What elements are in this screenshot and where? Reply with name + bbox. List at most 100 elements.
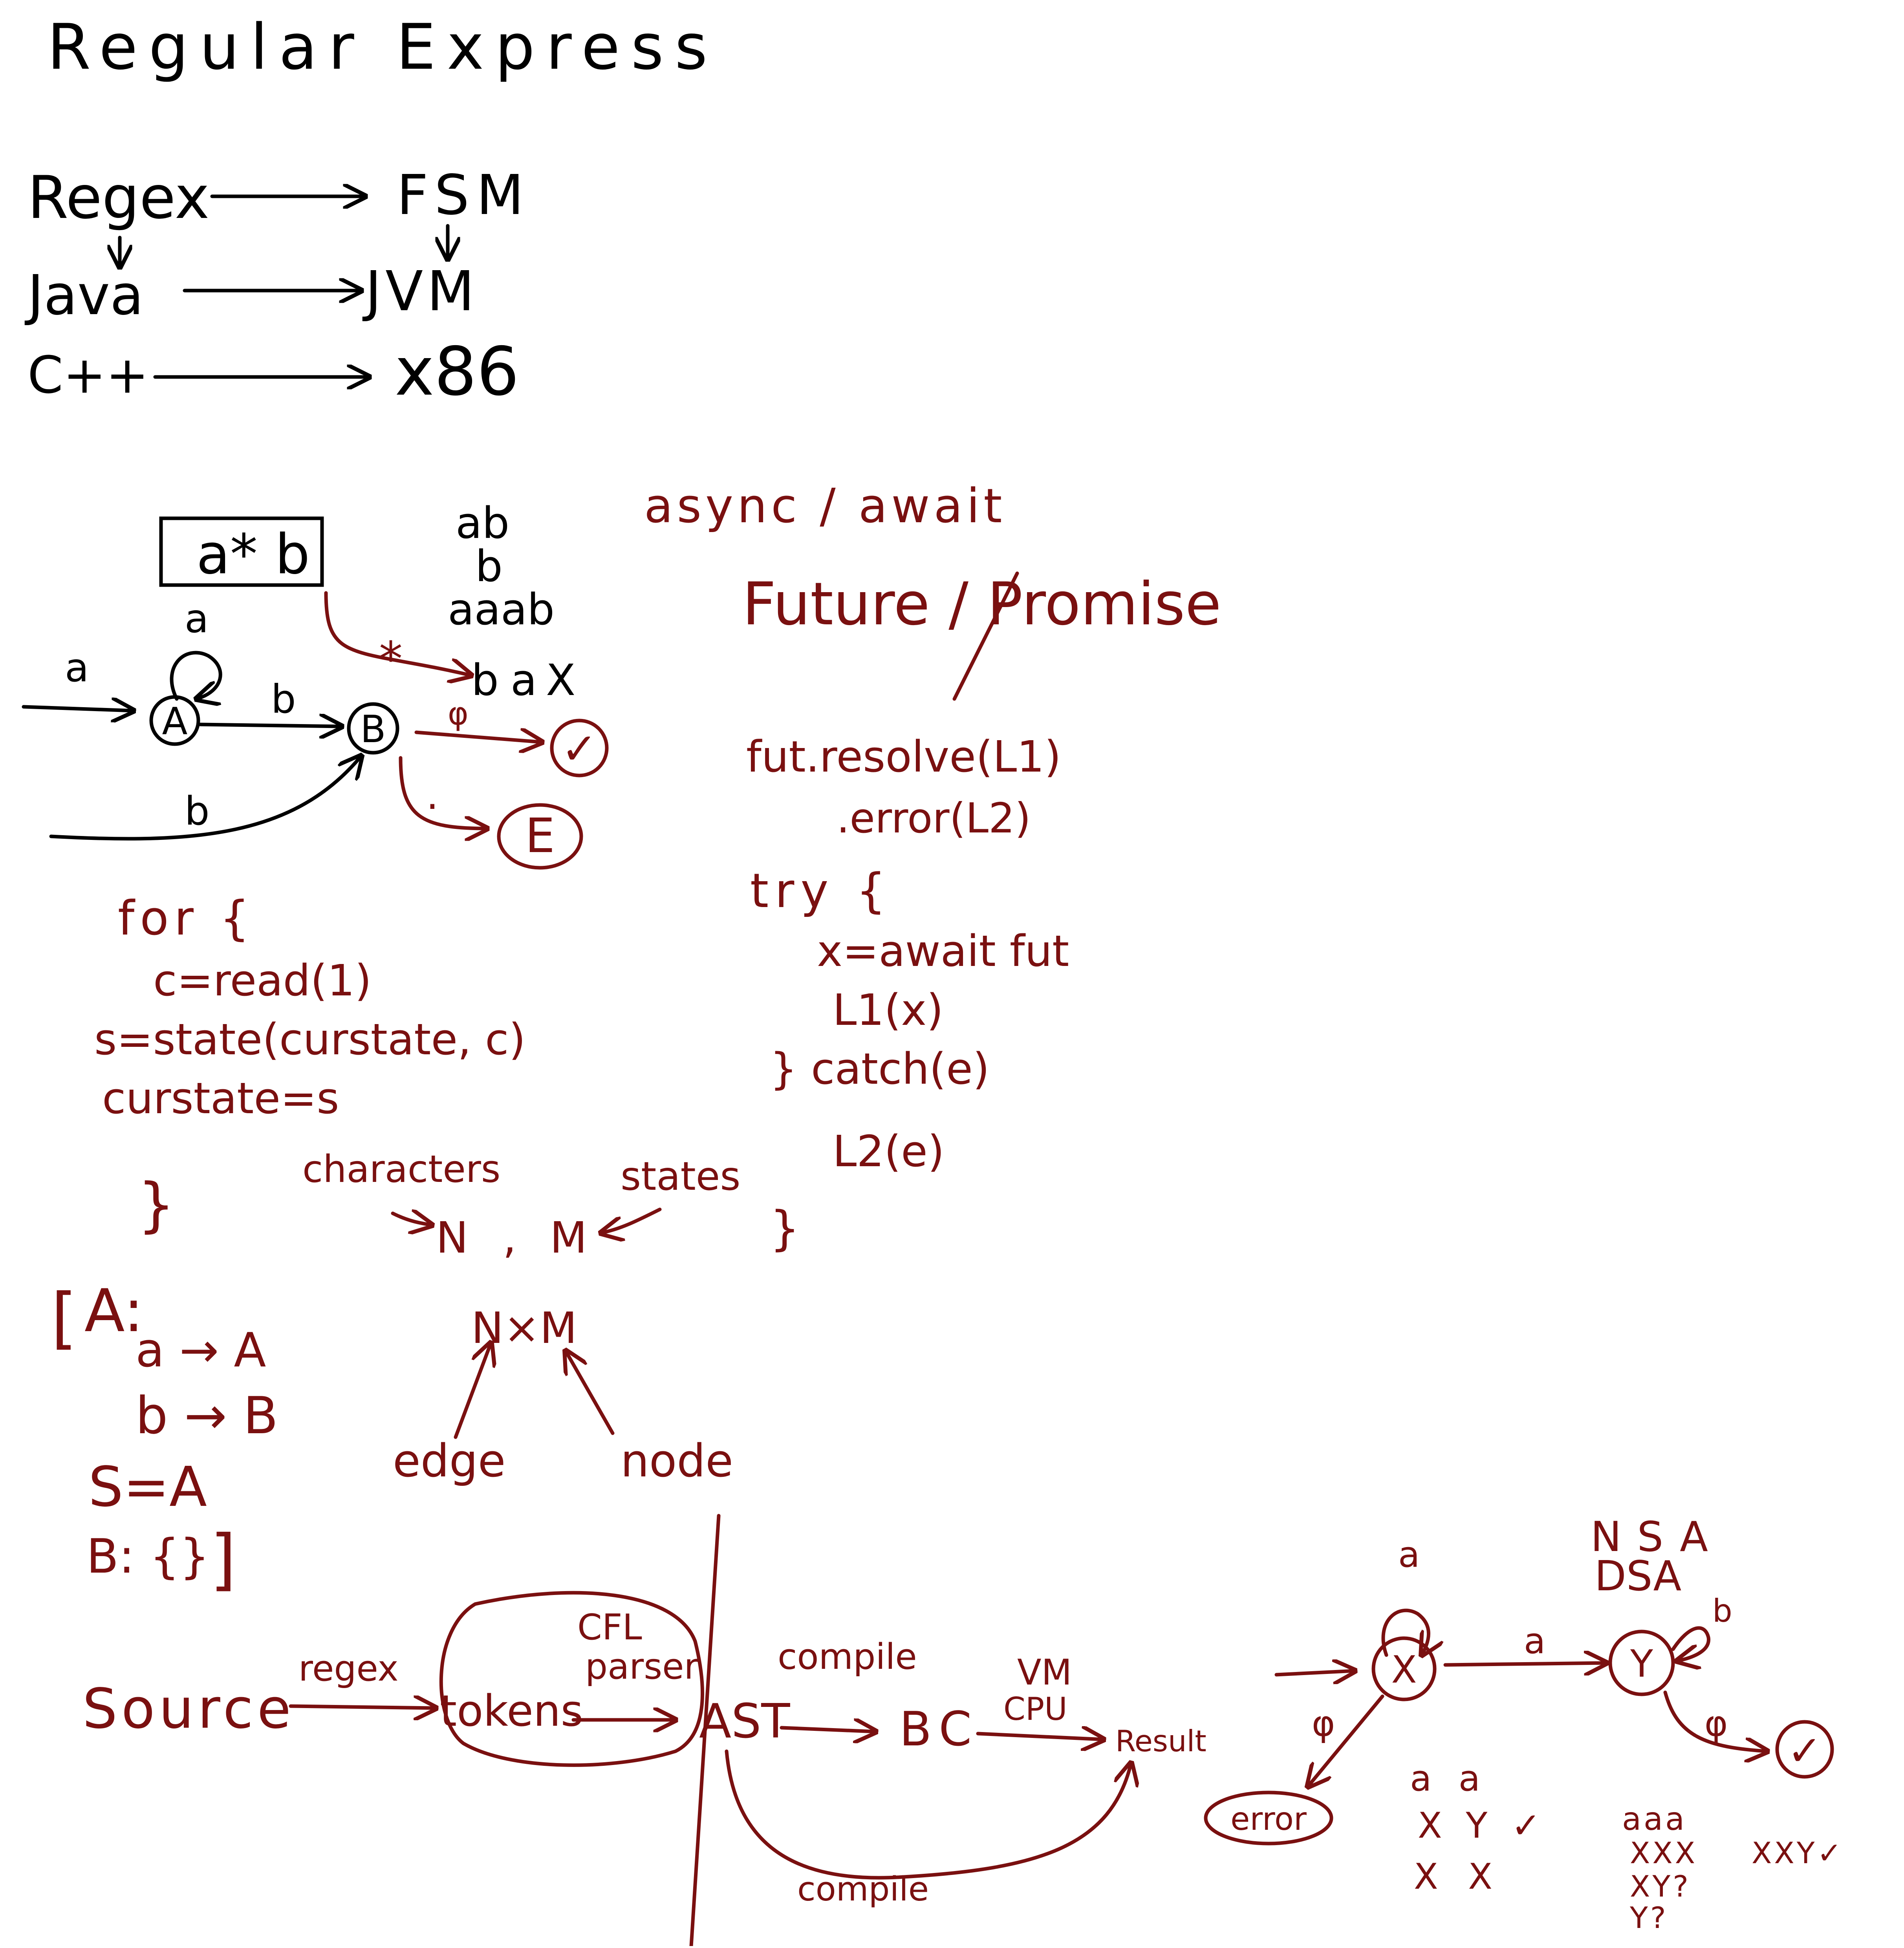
page-title: Regular Express (47, 10, 718, 84)
code-line-1: for { (118, 891, 255, 946)
nonmatch-example: ba (471, 655, 549, 705)
state-b-label: B (360, 708, 386, 751)
loop-y (1671, 1626, 1710, 1661)
parser-label: parser (585, 1646, 699, 1687)
trace2-input: aaa (1622, 1801, 1687, 1837)
n-label: N (436, 1213, 468, 1263)
table-start: S=A (88, 1455, 207, 1519)
nxm-label: N×M (471, 1303, 577, 1353)
edge-b-to-error (399, 756, 487, 829)
lexer-group-outline (439, 1591, 704, 1767)
cross-mark: * (379, 632, 403, 687)
code-line-3: s=state(curstate, c) (94, 1014, 525, 1065)
loop-a (170, 651, 222, 699)
async-code-4: x=await fut (817, 926, 1069, 976)
table-open-bracket: [ (51, 1279, 77, 1357)
start-edge-a-label: a (65, 645, 89, 691)
source-label: Source (82, 1677, 295, 1741)
direct-compile-arrow (725, 1749, 1131, 1880)
async-code-8: } (770, 1202, 800, 1256)
loop-x (1381, 1608, 1429, 1655)
compile-bottom-label: compile (797, 1870, 929, 1909)
states-arrow (601, 1207, 662, 1233)
match-example-3: aaab (448, 584, 555, 635)
ast-label: AST (699, 1694, 790, 1749)
dfa-title: DSA (1595, 1552, 1681, 1600)
vertical-divider (689, 1514, 721, 1948)
table-row-2: b → B (135, 1386, 278, 1445)
edge-b-to-error-label: . (426, 772, 439, 818)
regex-label: Regex (27, 164, 209, 232)
trace2-path-3: Y? (1629, 1900, 1668, 1935)
edge-y-to-accept (1663, 1690, 1767, 1751)
async-code-5: L1(x) (833, 985, 943, 1035)
table-b-entry: B: {} (86, 1529, 210, 1584)
async-heading: async / await (644, 479, 1006, 534)
table-row-1: a → A (135, 1323, 266, 1378)
loop-a-label: a (185, 596, 209, 642)
cfl-label: CFL (577, 1607, 642, 1648)
trace1-path: X Y ✓ (1418, 1805, 1547, 1846)
regex-arrow-label: regex (298, 1648, 399, 1689)
state-x-label: X (1391, 1648, 1417, 1692)
tokens-label: tokens (440, 1686, 583, 1736)
code-line-2: c=read(1) (153, 955, 372, 1006)
async-code-7: L2(e) (833, 1126, 945, 1176)
trace2-path-2: XY? (1630, 1869, 1691, 1904)
trace1-input: a a (1410, 1758, 1488, 1799)
loop-x-label: a (1398, 1534, 1420, 1575)
vm-label: VM (1017, 1652, 1072, 1693)
characters-label: characters (302, 1148, 500, 1191)
java-label: Java (24, 263, 144, 327)
table-close-bracket: ] (210, 1521, 236, 1599)
accept-check-icon: ✓ (561, 724, 597, 774)
bc-label: BC (899, 1702, 979, 1757)
error-state-e (497, 803, 583, 870)
accept-state (550, 719, 609, 777)
async-code-6: } catch(e) (770, 1044, 990, 1094)
error-state (1204, 1791, 1333, 1846)
nfa-start-arrow (1274, 1671, 1355, 1675)
state-x (1371, 1636, 1437, 1701)
state-b (347, 702, 399, 755)
error-state-e-label: E (525, 809, 555, 863)
nonmatch-mark: X (546, 655, 575, 705)
state-y-label: Y (1630, 1643, 1653, 1686)
trace2-path-1: XXX (1630, 1836, 1697, 1870)
match-example-2: b (475, 541, 503, 591)
code-line-5: } (137, 1171, 175, 1239)
nfa-accept-check-icon: ✓ (1787, 1727, 1822, 1775)
trace2-ok: XXY✓ (1752, 1836, 1844, 1870)
async-code-3: try { (750, 864, 892, 918)
edge-y-to-accept-label: φ (1704, 1703, 1728, 1744)
comma-label: , (503, 1213, 516, 1263)
edge-x-to-error-label: φ (1312, 1703, 1335, 1744)
state-a-label: A (162, 700, 188, 743)
node-label: node (621, 1435, 733, 1487)
ast-to-bc-arrow (780, 1728, 876, 1732)
cpu-label: CPU (1003, 1691, 1067, 1727)
edge-x-to-y (1443, 1663, 1606, 1665)
edge-b-to-accept-label: φ (448, 695, 469, 732)
edge-a-to-b (198, 724, 342, 726)
future-divider (952, 571, 1019, 701)
match-example-1: ab (456, 498, 509, 548)
states-label: states (621, 1153, 740, 1199)
trace1-alt: X X (1414, 1856, 1502, 1897)
state-a (149, 695, 200, 746)
cpp-label: C++ (27, 345, 149, 405)
loop-y-label: b (1712, 1593, 1732, 1629)
x86-label: x86 (395, 333, 519, 411)
nfa-accept-state (1775, 1720, 1834, 1779)
error-state-label: error (1230, 1801, 1307, 1837)
pattern-to-nonmatch-arrow (324, 591, 471, 675)
nfa-title: NSA (1591, 1513, 1724, 1561)
table-a-header: A: (84, 1277, 144, 1345)
async-code-1: fut.resolve(L1) (746, 732, 1061, 782)
jvm-label: JVM (362, 260, 478, 324)
node-to-nxm-arrow (566, 1351, 615, 1435)
characters-arrow (391, 1213, 432, 1225)
source-to-tokens-arrow (289, 1706, 436, 1708)
future-promise-heading: Future / Promise (742, 570, 1221, 638)
